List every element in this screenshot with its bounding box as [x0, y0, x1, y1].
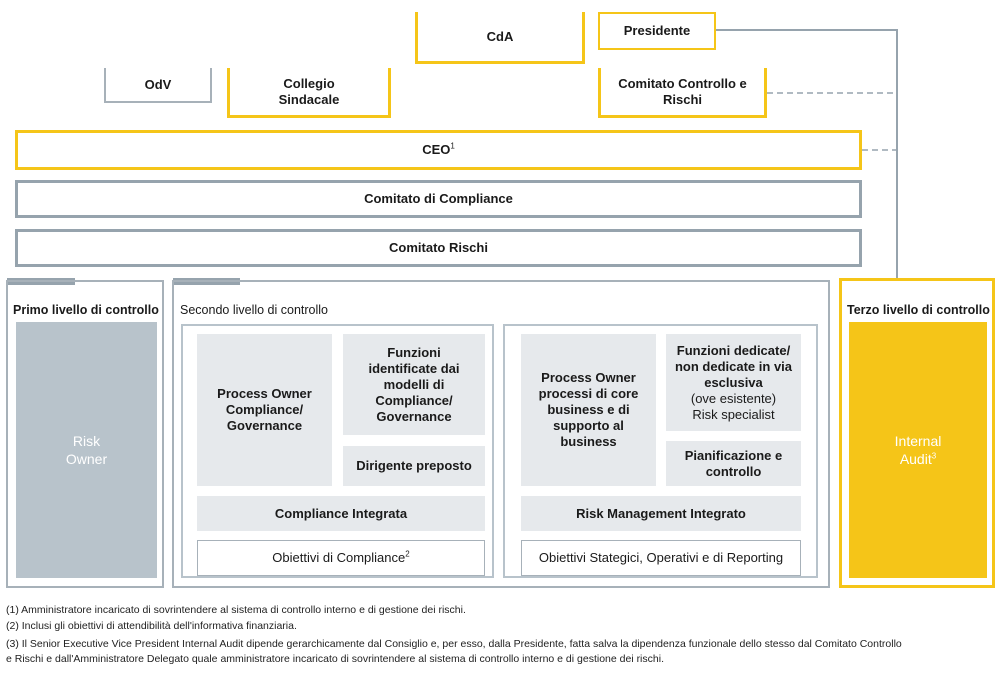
risk-owner-label: Risk Owner: [65, 433, 108, 467]
comitato-compliance-label: Comitato di Compliance: [364, 191, 513, 206]
secondo-panel: [172, 280, 830, 588]
compliance-subpanel: [181, 324, 494, 578]
funzioni-dedicate-box: Funzioni dedicate/ non dedicate in via e…: [666, 334, 801, 431]
ceo-label: CEO: [422, 142, 451, 157]
odv-box: OdV: [104, 68, 212, 103]
comitato-compliance-box: Comitato di Compliance: [15, 180, 862, 218]
pianificazione-label: Pianificazione e controllo: [684, 447, 783, 479]
compliance-integrata-label: Compliance Integrata: [274, 505, 408, 521]
odv-label: OdV: [144, 76, 172, 92]
collegio-box: Collegio Sindacale: [227, 68, 391, 118]
obiettivi-compliance-label: Obiettivi di Compliance: [272, 550, 406, 565]
cda-label: CdA: [486, 28, 514, 44]
footnote-1: (1) Amministratore incaricato di sovrint…: [6, 604, 466, 616]
comitato-rischi-box: Comitato Rischi: [15, 229, 862, 267]
compliance-integrata-box: Compliance Integrata: [197, 496, 485, 531]
dirigente-preposto-label: Dirigente preposto: [356, 458, 472, 473]
risk-management-box: Risk Management Integrato: [521, 496, 801, 531]
funzioni-identificate-box: Funzioni identificate dai modelli di Com…: [343, 334, 485, 435]
footnote-2: (2) Inclusi gli obiettivi di attendibili…: [6, 620, 297, 632]
process-owner-core-label: Process Owner processi di core business …: [538, 370, 639, 449]
risk-subpanel: [503, 324, 818, 578]
primo-title: Primo livello di controllo: [13, 303, 159, 317]
obiettivi-footnote-mark: 2: [405, 549, 410, 559]
primo-panel: [6, 280, 164, 588]
presidente-label: Presidente: [623, 23, 691, 38]
dirigente-preposto-box: Dirigente preposto: [343, 446, 485, 486]
terzo-panel: [839, 278, 995, 588]
ceo-label-wrap: CEO1: [422, 142, 455, 158]
process-owner-compliance-box: Process Owner Compliance/ Governance: [197, 334, 332, 486]
cda-box: CdA: [415, 12, 585, 64]
funzioni-dedicate-label: Funzioni dedicate/ non dedicate in via e…: [674, 342, 793, 390]
ceo-footnote-mark: 1: [450, 141, 455, 151]
footnote-3-cont: e Rischi e dall'Amministratore Delegato …: [6, 653, 664, 665]
obiettivi-strategici-label: Obiettivi Stategici, Operativi e di Repo…: [538, 550, 784, 565]
collegio-label: Collegio Sindacale: [278, 75, 340, 107]
obiettivi-compliance-wrap: Obiettivi di Compliance2: [272, 550, 409, 566]
internal-audit-wrap: Internal Audit3: [883, 432, 953, 468]
internal-audit-label: Internal Audit: [894, 433, 942, 467]
secondo-title: Secondo livello di controllo: [180, 303, 329, 317]
internal-audit-footnote-mark: 3: [931, 451, 937, 461]
process-owner-compliance-label: Process Owner Compliance/ Governance: [217, 386, 312, 433]
internal-audit-box: Internal Audit3: [849, 322, 987, 578]
obiettivi-compliance-box: Obiettivi di Compliance2: [197, 540, 485, 576]
ceo-box: CEO1: [15, 130, 862, 170]
footnote-3: (3) Il Senior Executive Vice President I…: [6, 638, 902, 650]
terzo-title: Terzo livello di controllo: [847, 303, 990, 317]
obiettivi-strategici-box: Obiettivi Stategici, Operativi e di Repo…: [521, 540, 801, 576]
process-owner-core-box: Process Owner processi di core business …: [521, 334, 656, 486]
comitato-controllo-box: Comitato Controllo e Rischi: [598, 68, 767, 118]
risk-owner-box: Risk Owner: [16, 322, 157, 578]
presidente-box: Presidente: [598, 12, 716, 50]
funzioni-identificate-label: Funzioni identificate dai modelli di Com…: [368, 344, 460, 424]
comitato-controllo-label: Comitato Controllo e Rischi: [618, 75, 747, 107]
pianificazione-box: Pianificazione e controllo: [666, 441, 801, 486]
comitato-rischi-label: Comitato Rischi: [389, 240, 488, 255]
risk-specialist-label: (ove esistente) Risk specialist: [690, 390, 777, 422]
risk-management-label: Risk Management Integrato: [576, 505, 746, 521]
